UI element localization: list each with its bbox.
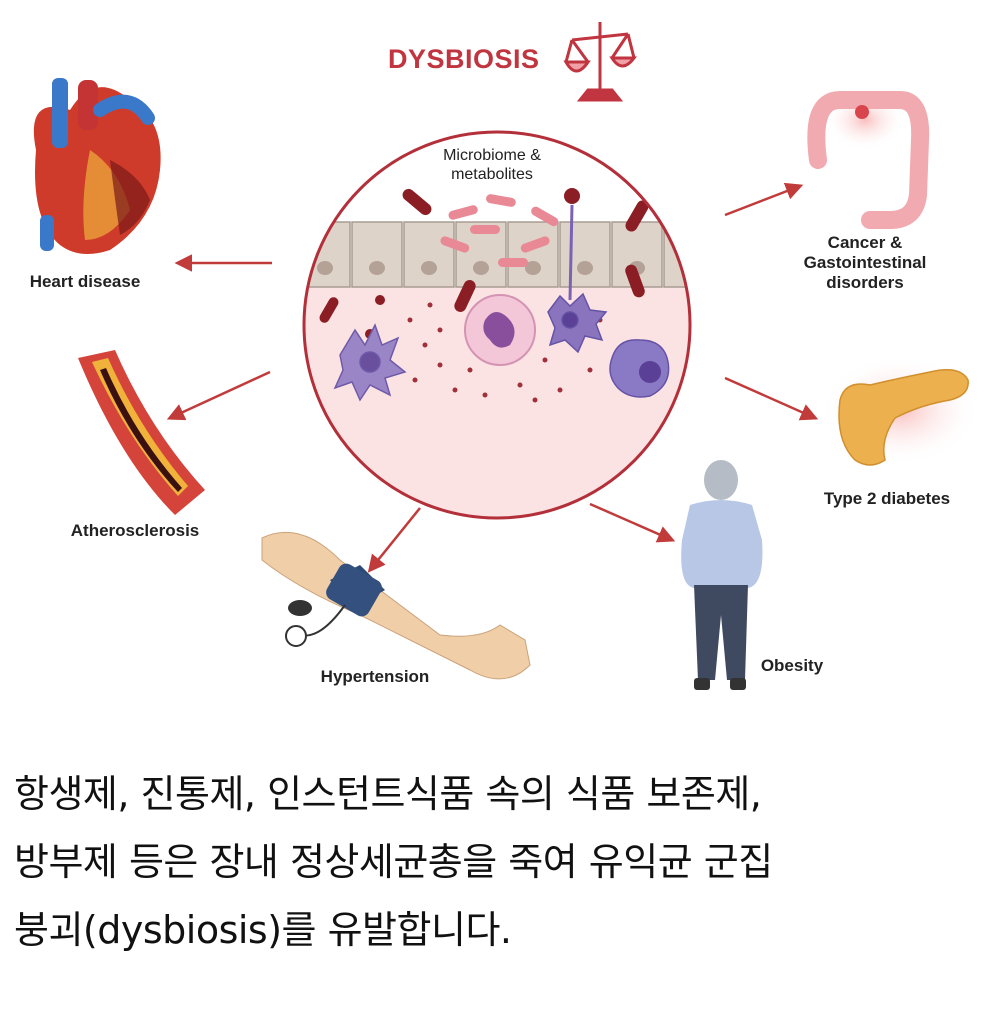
dysbiosis-diagram: DYSBIOSIS Microbiome & metabolites Heart… (29, 22, 980, 690)
microbiome-circle (302, 130, 692, 520)
colon-icon (807, 90, 930, 229)
pancreas-icon (820, 355, 980, 466)
caption-line-3: 붕괴(dysbiosis)를 유발합니다. (14, 908, 512, 952)
arrows (166, 182, 819, 573)
dendritic-cell (333, 323, 407, 402)
macrophage-cell (609, 339, 670, 398)
caption-text: 항생제, 진통제, 인스턴트식품 속의 식품 보존제, 방부제 등은 장내 정상… (14, 760, 984, 964)
heart-icon (33, 78, 161, 254)
caption-line-1: 항생제, 진통제, 인스턴트식품 속의 식품 보존제, (14, 772, 762, 816)
hypertension-label: Hypertension (320, 667, 430, 686)
pink-bacteria (440, 194, 559, 267)
obesity-label: Obesity (760, 656, 824, 675)
caption-line-2: 방부제 등은 장내 정상세균총을 죽여 유익균 군집 (14, 840, 773, 884)
scale-icon (563, 22, 638, 102)
blood-pressure-arm-icon (261, 531, 531, 680)
diagram-graphics (33, 22, 980, 690)
person-icon (681, 460, 763, 690)
atherosclerosis-label: Atherosclerosis (70, 521, 200, 540)
neutrophil-cell (464, 294, 536, 366)
artery-icon (78, 350, 205, 515)
bacteria (304, 188, 649, 358)
diagram-title: DYSBIOSIS (388, 44, 540, 74)
heart-disease-label: Heart disease (29, 272, 141, 291)
microbiome-label: Microbiome & metabolites (443, 147, 541, 183)
dendritic-cell-2 (547, 204, 608, 354)
cancer-gi-label: Cancer & Gastointestinal disorders (803, 233, 927, 292)
type2-diabetes-label: Type 2 diabetes (823, 489, 951, 508)
